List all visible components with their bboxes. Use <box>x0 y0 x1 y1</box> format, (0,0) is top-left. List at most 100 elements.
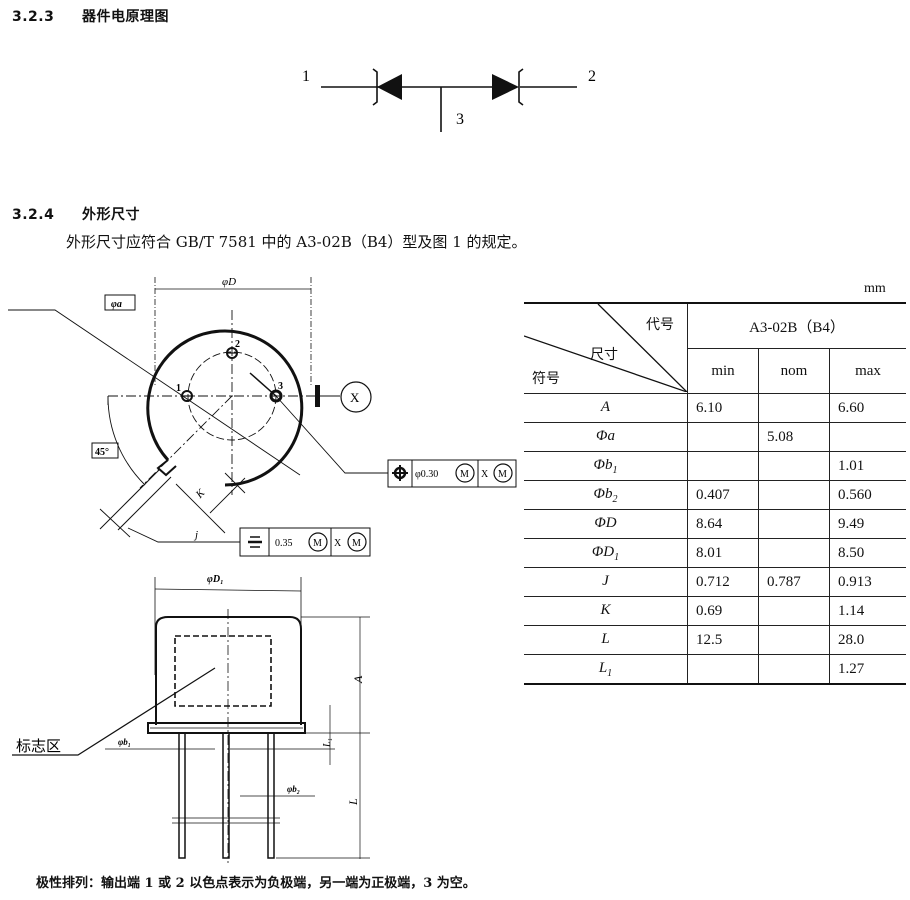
modifier-m-label: M <box>352 538 361 549</box>
symbol-cell: ΦD1 <box>524 538 688 568</box>
min-cell: 8.64 <box>687 509 759 539</box>
table-row: L1 1.27 <box>524 654 906 685</box>
symbol-cell: Φb1 <box>524 451 688 481</box>
symmetry-icon <box>248 536 262 548</box>
pin-3-label: 3 <box>456 111 464 128</box>
min-cell: 8.01 <box>687 538 759 568</box>
nom-cell <box>758 480 830 510</box>
angle-label-box: 45° <box>91 442 119 459</box>
table-row: ΦD 8.64 9.49 <box>524 509 906 539</box>
top-view-drawing: φa φD 1 2 3 X 45° K j φ0.30 M X M <box>8 276 517 557</box>
datum-ref-label: X <box>481 469 489 480</box>
modifier-m-label: M <box>313 538 322 549</box>
table-row: Φb2 0.407 0.560 <box>524 480 906 510</box>
datum-x-label: X <box>350 390 360 405</box>
table-row: L 12.5 28.0 <box>524 625 906 655</box>
max-cell: 9.49 <box>829 509 906 539</box>
min-cell: 0.69 <box>687 596 759 626</box>
marking-area-label: 标志区 <box>16 737 61 755</box>
K-label: K <box>193 487 208 502</box>
section-heading-3-2-4: 3.2.4 外形尺寸 <box>12 204 140 224</box>
max-cell: 1.14 <box>829 596 906 626</box>
A-label: A <box>351 675 365 684</box>
max-cell: 8.50 <box>829 538 906 568</box>
section-paragraph: 外形尺寸应符合 GB/T 7581 中的 A3-02B（B4）型及图 1 的规定… <box>66 233 527 251</box>
min-cell: 6.10 <box>687 393 759 423</box>
phi-a-label-box: φa <box>104 294 136 311</box>
position-tolerance-frame: φ0.30 M X M <box>387 459 517 488</box>
min-cell: 0.407 <box>687 480 759 510</box>
table-row: Φb1 1.01 <box>524 451 906 481</box>
side-view-drawing: φD₁ A φb₁ φb₂ L₁ L 标志区 <box>12 574 370 863</box>
code-label: 代号 <box>646 317 674 333</box>
symbol-cell: Φb2 <box>524 480 688 510</box>
table-subheader-row: min nom max <box>524 348 906 394</box>
symbol-cell: ΦD <box>524 509 688 539</box>
nom-cell: 0.787 <box>758 567 830 597</box>
datum-ref-label: X <box>334 538 342 549</box>
symbol-label: 符号 <box>532 371 560 387</box>
j-label: j <box>193 529 198 541</box>
position-tolerance-icon <box>392 465 408 481</box>
model-header: A3-02B（B4） <box>687 302 906 349</box>
phi-b2-label: φb₂ <box>287 784 300 794</box>
table-row: K 0.69 1.14 <box>524 596 906 626</box>
circuit-schematic: 1 2 3 <box>302 68 596 132</box>
diagonal-header-cell: 代号 尺寸 符号 <box>524 302 688 394</box>
pin-1-label: 1 <box>176 383 181 394</box>
max-cell: 1.27 <box>829 654 906 685</box>
section-number: 3.2.4 <box>12 207 55 223</box>
symmetry-tolerance-frame: 0.35 M X M <box>239 527 371 557</box>
polarity-footnote: 极性排列：输出端 1 或 2 以色点表示为负极端，另一端为正极端，3 为空。 <box>36 876 476 891</box>
min-cell <box>687 422 759 452</box>
phi-a-label: φa <box>111 299 122 310</box>
zener-diode-icon <box>377 74 519 100</box>
size-label: 尺寸 <box>590 347 618 363</box>
nom-cell <box>758 625 830 655</box>
nom-cell <box>758 654 830 685</box>
column-max: max <box>829 348 906 394</box>
table-row: J 0.712 0.787 0.913 <box>524 567 906 597</box>
max-cell: 0.560 <box>829 480 906 510</box>
pin-2-label: 2 <box>588 68 596 85</box>
symbol-cell: L <box>524 625 688 655</box>
pin-2-label: 2 <box>235 339 240 350</box>
symbol-cell: L1 <box>524 654 688 685</box>
phi-D1-label: φD₁ <box>207 574 224 585</box>
diagonal-lines <box>524 304 687 392</box>
symbol-cell: A <box>524 393 688 423</box>
table-row: A 6.10 6.60 <box>524 393 906 423</box>
nom-cell <box>758 393 830 423</box>
nom-cell: 5.08 <box>758 422 830 452</box>
nom-cell <box>758 509 830 539</box>
max-cell <box>829 422 906 452</box>
table-header-row: 代号 尺寸 符号 A3-02B（B4） <box>524 302 906 394</box>
section-number: 3.2.3 <box>12 9 55 25</box>
min-cell: 12.5 <box>687 625 759 655</box>
pin-3-label: 3 <box>278 381 283 392</box>
max-cell: 0.913 <box>829 567 906 597</box>
max-cell: 6.60 <box>829 393 906 423</box>
symbol-cell: K <box>524 596 688 626</box>
L1-label: L₁ <box>322 738 333 748</box>
column-min: min <box>687 348 759 394</box>
symmetry-tolerance-value: 0.35 <box>275 538 293 549</box>
pin-1-label: 1 <box>302 68 310 85</box>
max-cell: 28.0 <box>829 625 906 655</box>
dimension-table: 代号 尺寸 符号 A3-02B（B4） min nom max A 6.10 6… <box>524 302 906 685</box>
min-cell <box>687 451 759 481</box>
table-unit: mm <box>864 281 886 296</box>
table-row: ΦD1 8.01 8.50 <box>524 538 906 568</box>
L-label: L <box>346 798 360 806</box>
modifier-m-label: M <box>460 469 469 480</box>
phi-b1-label: φb₁ <box>118 737 131 747</box>
min-cell: 0.712 <box>687 567 759 597</box>
nom-cell <box>758 538 830 568</box>
modifier-m-label: M <box>498 469 507 480</box>
table-row: Φa 5.08 <box>524 422 906 452</box>
nom-cell <box>758 596 830 626</box>
section-title: 外形尺寸 <box>82 207 140 223</box>
column-nom: nom <box>758 348 830 394</box>
position-tolerance-value: φ0.30 <box>415 469 438 480</box>
